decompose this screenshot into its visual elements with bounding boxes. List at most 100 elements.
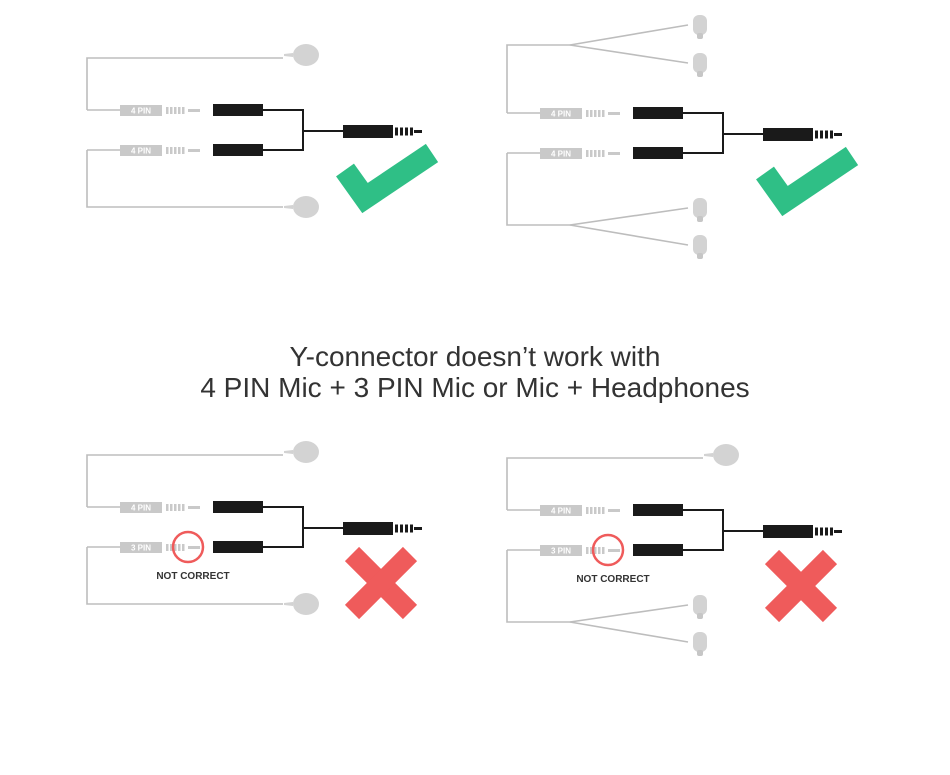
splitter-cable	[683, 112, 724, 154]
plug-ring	[590, 150, 593, 157]
splitter-plug-tip	[414, 527, 422, 530]
splitter-plug-ring	[400, 524, 403, 533]
plug-label: 4 PIN	[131, 504, 151, 513]
plug-4-pin: 4 PIN	[540, 505, 620, 516]
mic-neck	[284, 602, 293, 606]
cable-branch	[569, 207, 689, 226]
cable-lower	[506, 550, 570, 623]
plug-body	[540, 148, 582, 159]
splitter-plug-ring	[830, 527, 833, 536]
plug-body	[540, 108, 582, 119]
plug-ring	[174, 147, 177, 154]
plug-label: 4 PIN	[551, 150, 571, 159]
plug-ring	[166, 544, 169, 551]
mic-neck	[704, 453, 713, 457]
plug-ring	[590, 507, 593, 514]
plug-ring	[170, 504, 173, 511]
earbud-icon	[693, 198, 707, 222]
mic-neck	[284, 53, 293, 57]
plug-4-pin: 4 PIN	[120, 145, 200, 156]
cable-lower	[86, 150, 283, 208]
splitter-plug-ring	[395, 524, 398, 533]
cable-lower	[506, 153, 570, 226]
plug-ring	[586, 507, 589, 514]
splitter-plug-body	[763, 525, 813, 538]
plug-ring	[166, 107, 169, 114]
splitter-cable	[263, 109, 304, 151]
earbud-body	[693, 235, 707, 255]
plug-ring	[594, 547, 597, 554]
earbud-stem	[697, 253, 703, 259]
earbud-stem	[697, 216, 703, 222]
not-correct-label: NOT CORRECT	[576, 574, 649, 585]
y-splitter	[213, 104, 422, 156]
plug-3-pin: 3 PIN	[540, 545, 620, 556]
plug-ring	[166, 147, 169, 154]
plug-ring	[182, 147, 185, 154]
circle-highlight-icon	[171, 530, 205, 564]
plug-label: 3 PIN	[551, 547, 571, 556]
earbud-stem	[697, 71, 703, 77]
microphone-icon	[284, 44, 319, 66]
cross-stroke	[764, 549, 838, 623]
splitter-cable	[683, 509, 724, 551]
mic-capsule	[293, 441, 319, 463]
earbud-icon	[693, 632, 707, 656]
plug-ring	[602, 110, 605, 117]
earbud-icon	[693, 595, 707, 619]
y-splitter	[633, 504, 842, 556]
splitter-plug-ring	[405, 524, 408, 533]
not-correct-label: NOT CORRECT	[156, 571, 229, 582]
splitter-plug-ring	[825, 130, 828, 139]
splitter-plug-body	[343, 125, 393, 138]
cross-icon	[344, 546, 418, 620]
plug-tip	[608, 152, 620, 155]
checkmark-icon	[336, 143, 439, 214]
splitter-plug-ring	[820, 527, 823, 536]
plug-4-pin: 4 PIN	[540, 148, 620, 159]
earbud-body	[693, 198, 707, 218]
plug-ring	[602, 547, 605, 554]
cable-upper	[506, 457, 703, 510]
plug-ring	[598, 547, 601, 554]
earbud-icon	[693, 235, 707, 259]
splitter-socket	[213, 541, 263, 553]
plug-ring	[174, 544, 177, 551]
plug-body	[120, 502, 162, 513]
splitter-socket	[633, 504, 683, 516]
plug-ring	[182, 544, 185, 551]
earbud-body	[693, 53, 707, 73]
cross-icon	[764, 549, 838, 623]
splitter-plug-ring	[410, 127, 413, 136]
plug-ring	[594, 150, 597, 157]
plug-tip	[188, 109, 200, 112]
plug-4-pin: 4 PIN	[120, 105, 200, 116]
plug-tip	[608, 549, 620, 552]
cable-branch	[569, 224, 689, 246]
cable-upper	[86, 57, 283, 110]
plug-body	[540, 545, 582, 556]
earbud-icon	[693, 15, 707, 39]
earbud-stem	[697, 650, 703, 656]
plug-ring	[178, 504, 181, 511]
earbud-body	[693, 15, 707, 35]
checkmark-stroke	[756, 146, 859, 217]
plug-body	[120, 542, 162, 553]
plug-ring	[178, 107, 181, 114]
splitter-plug-ring	[410, 524, 413, 533]
cable-branch	[569, 604, 689, 623]
mic-capsule	[293, 593, 319, 615]
splitter-plug-body	[343, 522, 393, 535]
plug-body	[120, 145, 162, 156]
splitter-socket	[633, 147, 683, 159]
plug-4-pin: 4 PIN	[540, 108, 620, 119]
plug-tip	[188, 149, 200, 152]
plug-3-pin: 3 PIN	[120, 542, 200, 553]
mic-capsule	[293, 44, 319, 66]
plug-ring	[590, 547, 593, 554]
splitter-plug-ring	[820, 130, 823, 139]
mic-capsule	[713, 444, 739, 466]
splitter-cable	[263, 506, 304, 548]
plug-4-pin: 4 PIN	[120, 502, 200, 513]
